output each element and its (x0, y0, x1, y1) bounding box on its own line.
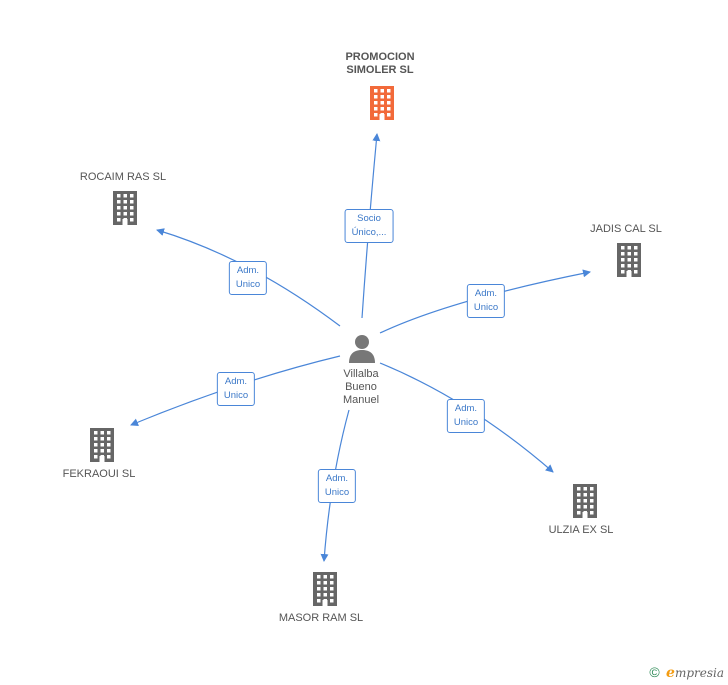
relation-label-masor[interactable]: Adm.Unico (317, 469, 357, 503)
footer-brand: © empresia (649, 664, 724, 681)
company-label: JADIS CAL SL (590, 223, 662, 235)
company-label: MASOR RAM SL (278, 612, 364, 624)
building-icon (90, 428, 114, 462)
person-icon (349, 335, 375, 363)
building-icon (617, 243, 641, 277)
company-label: ROCAIM RAS SL (79, 171, 167, 183)
building-icon (113, 191, 137, 225)
relation-label-jadis[interactable]: Adm.Unico (466, 284, 506, 318)
building-icon (573, 484, 597, 518)
relation-label-rocaim[interactable]: Adm.Unico (228, 261, 268, 295)
building-icon (313, 572, 337, 606)
person-label: Villalba Bueno Manuel (342, 368, 380, 406)
company-label: ULZIA EX SL (548, 524, 614, 536)
company-label: FEKRAOUI SL (62, 468, 136, 480)
company-label: PROMOCION SIMOLER SL (345, 51, 415, 76)
brand-logo: empresia (666, 665, 724, 681)
relation-label-ulzia[interactable]: Adm.Unico (446, 399, 486, 433)
relation-label-fekraoui[interactable]: Adm.Unico (216, 372, 256, 406)
building-icon (370, 86, 394, 120)
copyright-icon: © (649, 664, 660, 680)
